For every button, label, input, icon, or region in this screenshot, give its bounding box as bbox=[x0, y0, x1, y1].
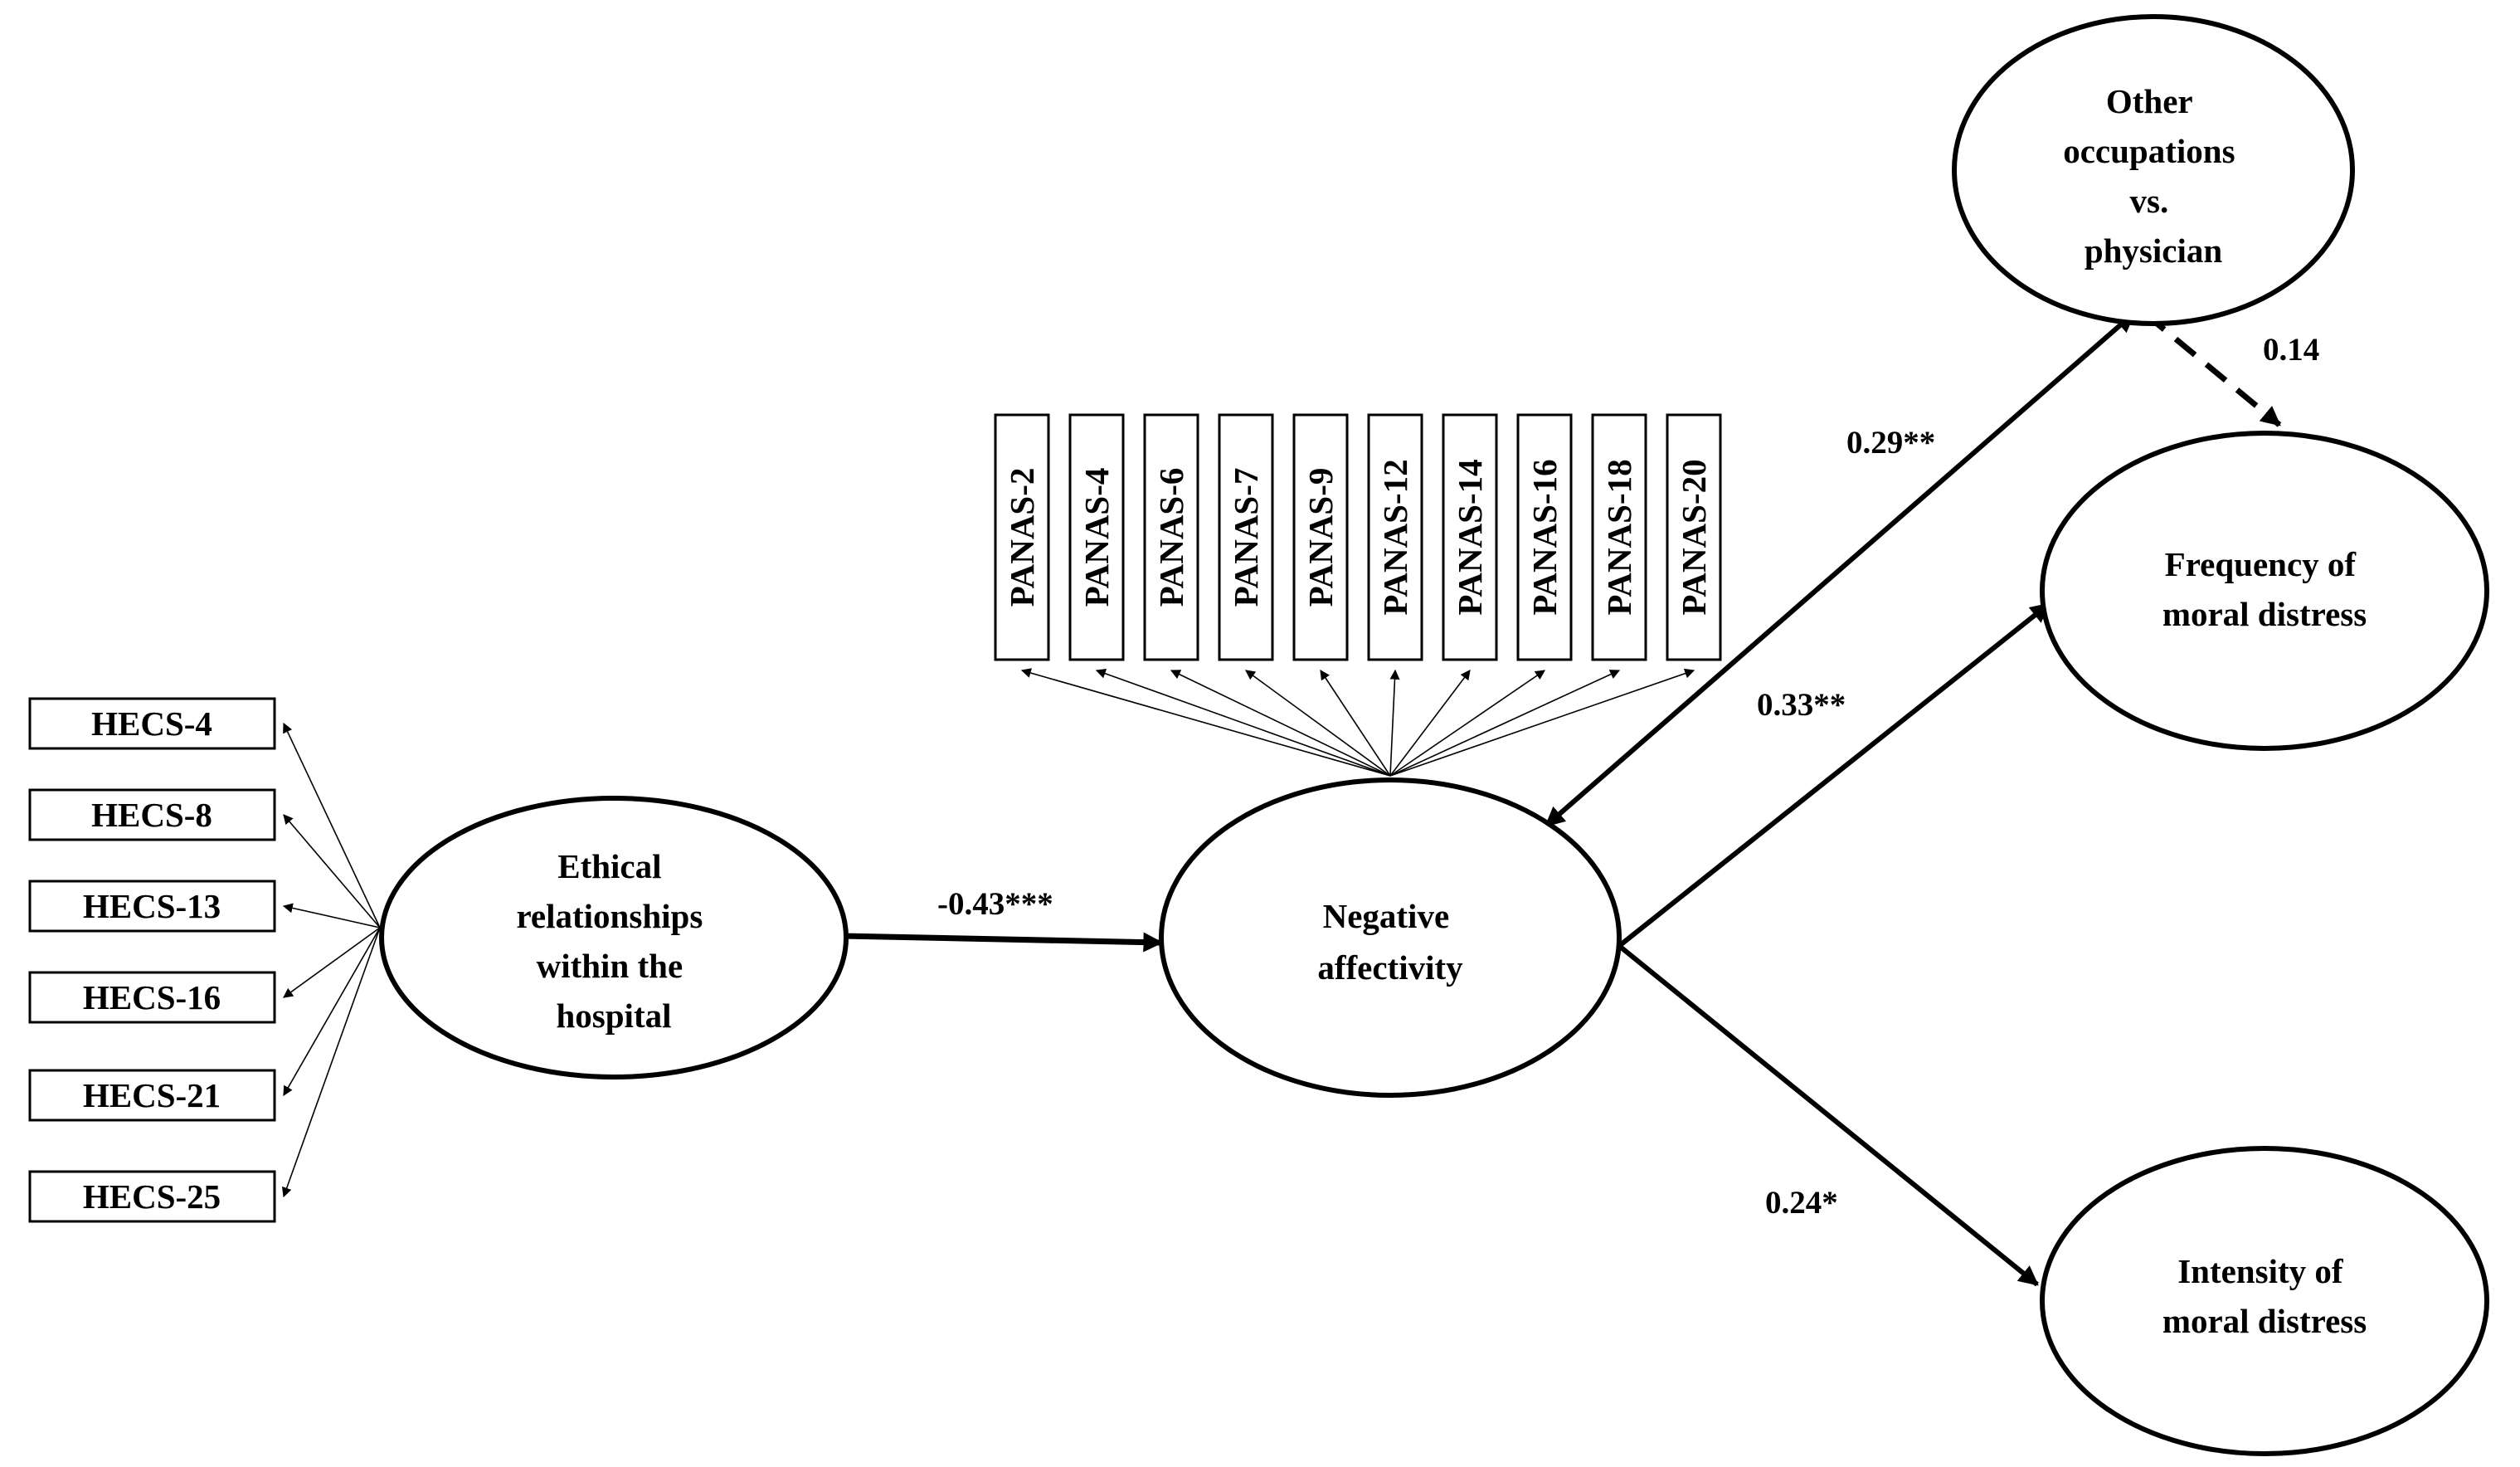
loading-arrow bbox=[283, 927, 381, 998]
loading-arrow bbox=[1020, 668, 1391, 777]
coef-other-to-frequency: 0.14 bbox=[2263, 332, 2319, 368]
panas-item: PANAS-7 bbox=[1218, 413, 1274, 661]
loading-arrow bbox=[1320, 669, 1391, 777]
coef-negative-to-intensity: 0.24* bbox=[1765, 1185, 1838, 1221]
panas-item: PANAS-14 bbox=[1442, 413, 1498, 661]
loading-arrow bbox=[283, 722, 381, 928]
coef-ethical-to-negative: -0.43*** bbox=[937, 886, 1053, 922]
node-label-line: physician bbox=[2085, 232, 2223, 270]
panas-item: PANAS-16 bbox=[1516, 413, 1573, 661]
panas-item: PANAS-4 bbox=[1068, 413, 1125, 661]
hecs-item-label: HECS-13 bbox=[83, 887, 221, 925]
svg-text:Ethical relationships: Ethical relationships within the hospita… bbox=[516, 847, 711, 1035]
panas-item-label: PANAS-20 bbox=[1675, 459, 1713, 615]
hecs-item: HECS-13 bbox=[28, 880, 276, 933]
svg-text:Frequency of moral distr: Frequency of moral distress bbox=[2162, 545, 2367, 633]
loading-arrow bbox=[1095, 668, 1391, 777]
node-label-line: occupations bbox=[2063, 132, 2235, 170]
panas-loading-arrows bbox=[1020, 668, 1695, 777]
hecs-item: HECS-25 bbox=[28, 1170, 276, 1223]
node-negative-affectivity: Negative affectivity bbox=[1159, 777, 1622, 1098]
node-label-line: Intensity of bbox=[2177, 1252, 2344, 1290]
node-ethical-relationships: Ethical relationships within the hospita… bbox=[379, 796, 849, 1080]
node-label-line: moral distress bbox=[2162, 595, 2367, 633]
hecs-indicators: HECS-4 HECS-8 HECS-13 HECS-16 HECS-21 HE… bbox=[28, 697, 276, 1223]
node-label-line: vs. bbox=[2130, 182, 2169, 220]
loading-arrow bbox=[282, 903, 381, 928]
loading-arrow bbox=[1389, 670, 1545, 777]
panas-item: PANAS-9 bbox=[1292, 413, 1349, 661]
panas-item-label: PANAS-12 bbox=[1376, 459, 1414, 615]
panas-item: PANAS-20 bbox=[1666, 413, 1722, 661]
path-negative-to-intensity bbox=[1618, 943, 2039, 1287]
loading-arrow bbox=[1170, 670, 1391, 777]
node-label-line: moral distress bbox=[2162, 1302, 2367, 1340]
panas-item: PANAS-6 bbox=[1143, 413, 1199, 661]
hecs-item: HECS-4 bbox=[28, 697, 276, 750]
node-label-line: Negative bbox=[1323, 897, 1450, 935]
coef-negative-to-frequency: 0.33** bbox=[1757, 687, 1846, 723]
hecs-item: HECS-8 bbox=[28, 788, 276, 841]
path-negative-to-frequency bbox=[1618, 602, 2051, 948]
panas-item-label: PANAS-18 bbox=[1600, 459, 1638, 615]
svg-text:Other occupations: Other occupations vs. physician bbox=[2063, 82, 2244, 270]
loading-arrow bbox=[281, 927, 381, 1198]
path-negative-other bbox=[1545, 311, 2135, 828]
node-label-line: Ethical bbox=[557, 847, 661, 885]
node-frequency-moral-distress: Frequency of moral distress bbox=[2040, 431, 2489, 751]
loading-arrow bbox=[1389, 668, 1695, 777]
node-other-occupations: Other occupations vs. physician bbox=[1952, 14, 2355, 326]
loading-arrow bbox=[283, 814, 381, 928]
loading-arrow bbox=[1245, 670, 1391, 777]
panas-item-label: PANAS-4 bbox=[1078, 468, 1116, 607]
panas-item-label: PANAS-14 bbox=[1451, 459, 1489, 615]
path-coefficients: -0.43*** 0.29** 0.14 0.33** 0.24* bbox=[937, 332, 2319, 1221]
panas-item: PANAS-18 bbox=[1591, 413, 1647, 661]
panas-item-label: PANAS-7 bbox=[1227, 468, 1265, 607]
svg-text:Negative affectivity: Negative affectivity bbox=[1317, 897, 1463, 987]
node-label-line: within the bbox=[537, 947, 684, 985]
hecs-item: HECS-21 bbox=[28, 1069, 276, 1122]
path-ethical-to-negative bbox=[842, 932, 1164, 953]
node-label-line: affectivity bbox=[1317, 948, 1463, 987]
panas-item-label: PANAS-9 bbox=[1301, 468, 1340, 607]
node-label-line: relationships bbox=[516, 897, 703, 935]
panas-item: PANAS-12 bbox=[1367, 413, 1423, 661]
hecs-item-label: HECS-8 bbox=[91, 796, 212, 834]
loading-arrow bbox=[1389, 669, 1400, 777]
path-other-to-frequency bbox=[2143, 311, 2282, 427]
node-label-line: Frequency of bbox=[2165, 545, 2357, 583]
loading-arrow bbox=[283, 927, 381, 1097]
coef-negative-other: 0.29** bbox=[1846, 425, 1935, 461]
panas-item-label: PANAS-6 bbox=[1152, 468, 1190, 607]
hecs-loading-arrows bbox=[281, 722, 381, 1198]
panas-indicators: PANAS-2 PANAS-4 PANAS-6 PANAS-7 PANAS-9 … bbox=[994, 413, 1722, 661]
panas-item-label: PANAS-16 bbox=[1525, 459, 1564, 615]
panas-item-label: PANAS-2 bbox=[1003, 468, 1041, 607]
hecs-item-label: HECS-21 bbox=[83, 1076, 221, 1114]
hecs-item: HECS-16 bbox=[28, 971, 276, 1024]
structural-paths bbox=[842, 311, 2282, 1287]
panas-item: PANAS-2 bbox=[994, 413, 1050, 661]
node-label-line: hospital bbox=[557, 997, 672, 1035]
loading-arrow bbox=[1389, 670, 1471, 777]
loading-arrow bbox=[1389, 670, 1621, 777]
node-intensity-moral-distress: Intensity of moral distress bbox=[2040, 1146, 2489, 1456]
svg-text:Intensity of moral distr: Intensity of moral distress bbox=[2162, 1252, 2367, 1340]
hecs-item-label: HECS-16 bbox=[83, 978, 221, 1016]
hecs-item-label: HECS-25 bbox=[83, 1177, 221, 1216]
hecs-item-label: HECS-4 bbox=[91, 704, 212, 743]
node-label-line: Other bbox=[2106, 82, 2193, 120]
